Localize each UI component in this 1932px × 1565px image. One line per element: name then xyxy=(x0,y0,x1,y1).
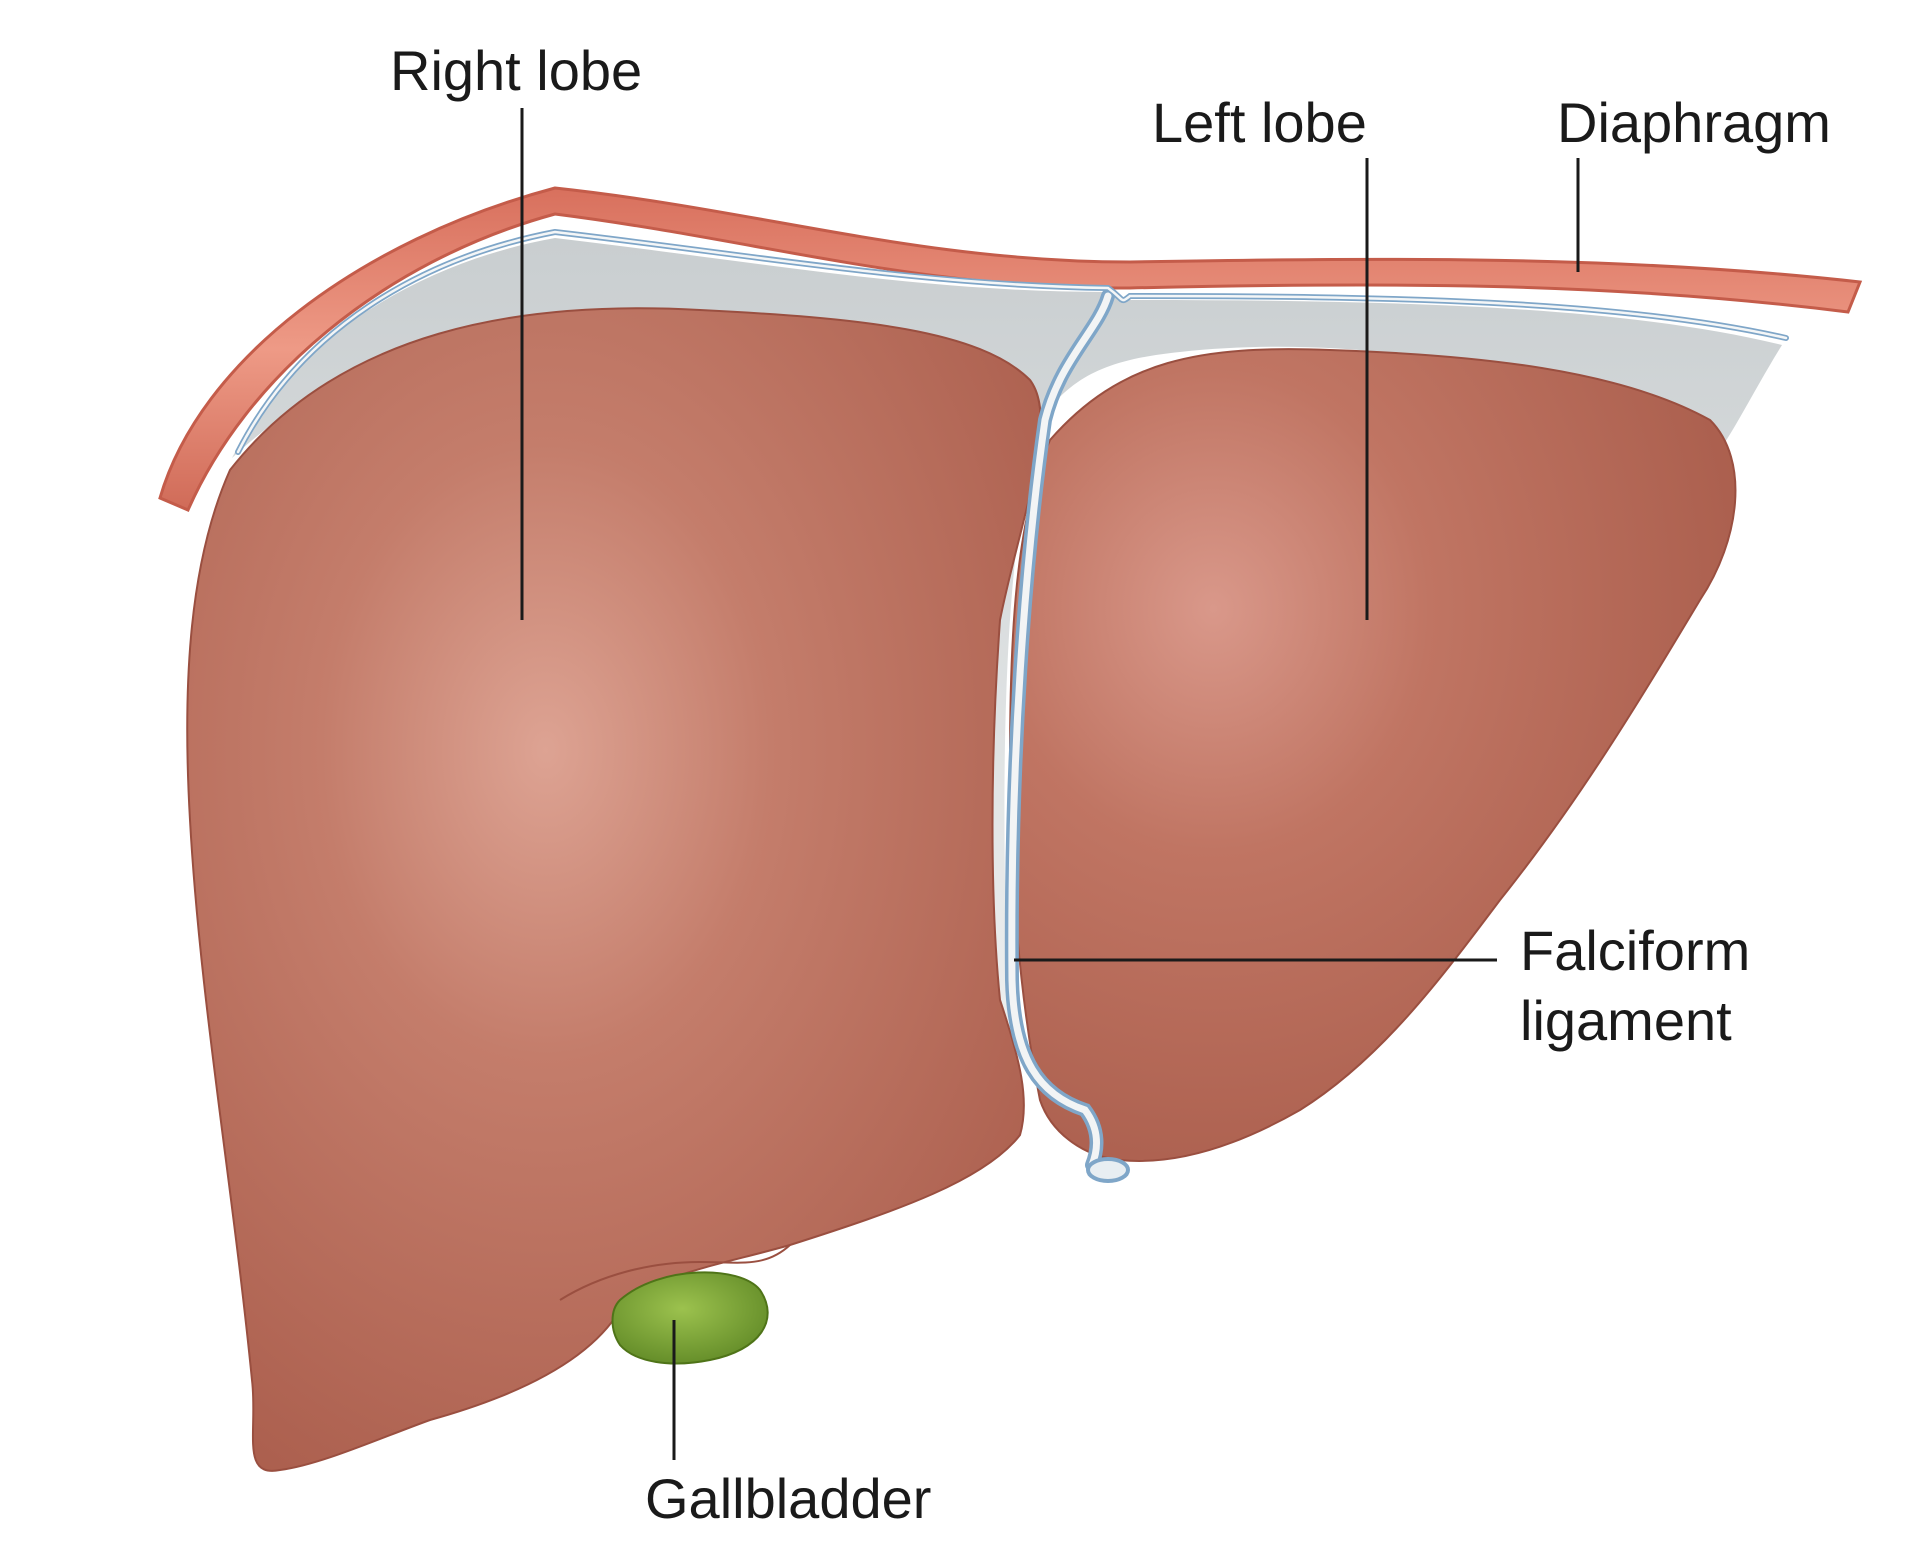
label-left-lobe: Left lobe xyxy=(1152,91,1367,154)
label-falciform-line2: ligament xyxy=(1520,989,1732,1052)
label-right-lobe: Right lobe xyxy=(390,39,643,102)
diaphragm-shape xyxy=(158,186,1863,512)
round-ligament-end xyxy=(1086,1157,1130,1183)
gallbladder-shape xyxy=(611,1271,769,1365)
label-gallbladder: Gallbladder xyxy=(645,1467,932,1530)
label-falciform-line1: Falciform xyxy=(1520,919,1751,982)
peritoneum-band xyxy=(232,238,1782,1060)
right-lobe-shape xyxy=(186,307,1042,1472)
label-diaphragm: Diaphragm xyxy=(1557,91,1831,154)
